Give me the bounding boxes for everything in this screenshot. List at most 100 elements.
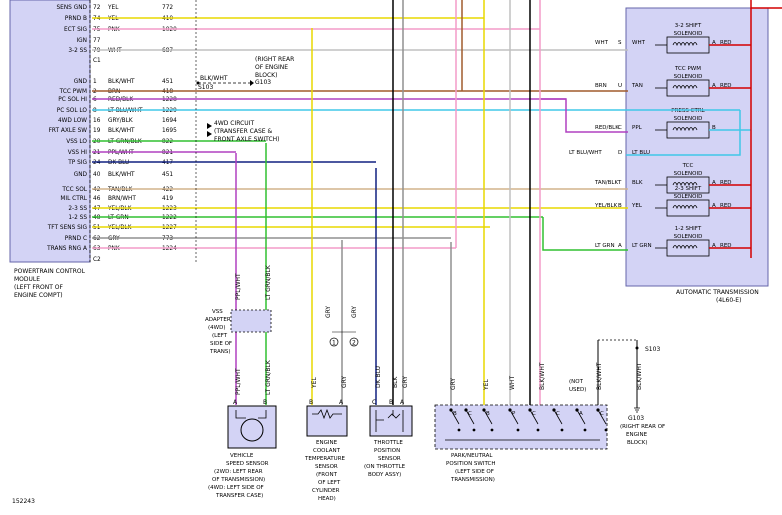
pcm-pin-color: GRY/BLK xyxy=(108,118,133,124)
pcm-pin-number: 6 xyxy=(93,97,97,103)
tps-pin-c: C xyxy=(372,399,376,406)
solenoid-pin-left: C xyxy=(618,125,622,131)
pcm-pin-circuit: 821 xyxy=(162,150,173,156)
solenoid-name-suffix: SOLENOID xyxy=(674,171,703,177)
pcm-pin-number: 75 xyxy=(93,27,101,33)
pcm-pin-circuit: 410 xyxy=(162,16,173,22)
pcm-pin-circuit: 1224 xyxy=(162,246,177,252)
label-gry-upper1: GRY xyxy=(325,306,332,318)
wire-lt-blu-route xyxy=(626,110,741,156)
pcm-pin-name: TFT SENS SIG xyxy=(47,225,88,231)
circle-marker-1-text: 1 xyxy=(332,340,336,347)
tps-label-3: SENSOR xyxy=(378,456,401,462)
solenoid-pin-right: A xyxy=(712,180,716,186)
g103-bottom-note-2: ENGINE xyxy=(626,432,648,438)
pcm-pin-number: 42 xyxy=(93,187,101,193)
ect-label-7: CYLINDER xyxy=(312,488,340,494)
pcm-pin-number: C1 xyxy=(93,58,101,64)
g103-note-1: (RIGHT REAR xyxy=(255,56,294,63)
vss-sensor-coil xyxy=(240,418,264,442)
lt-blu-pin: D xyxy=(618,150,622,156)
pcm-pin-name: SENS GND xyxy=(57,5,88,11)
pcm-pin-number: 19 xyxy=(93,128,101,134)
pcm-pin-circuit: 1222 xyxy=(162,215,177,221)
ground-symbol xyxy=(634,407,640,413)
label-tps-gry: GRY xyxy=(402,376,409,388)
pcm-label-1: POWERTRAIN CONTROL xyxy=(14,268,86,275)
4wd-arrow-1 xyxy=(207,123,212,129)
solenoid-coil-icon xyxy=(672,245,698,250)
pcm-pin-color: PNK xyxy=(108,27,120,33)
solenoid-color-right: RED xyxy=(720,203,732,209)
pcm-pin-circuit: 1694 xyxy=(162,118,177,124)
pcm-pin-name: GND xyxy=(74,79,88,85)
solenoid-name: 2-3 SHIFT xyxy=(675,186,702,192)
pcm-pin-name: 3-2 SS xyxy=(68,48,87,54)
pcm-pin-number: 62 xyxy=(93,236,101,242)
solenoid-wire-color: TAN/BLK xyxy=(594,180,618,186)
pcm-pin-color: DK BLU xyxy=(108,160,129,166)
solenoid-name: TCC PWM xyxy=(674,66,701,72)
vss-pin-b: B xyxy=(263,399,267,406)
solenoid-name-suffix: SOLENOID xyxy=(674,74,703,80)
pcm-pin-name: VSS HI xyxy=(68,150,88,156)
pcm-pin-number: 48 xyxy=(93,215,101,221)
pcm-pin-name: TCC PWM xyxy=(59,89,87,95)
prnd-contact-dot xyxy=(472,428,476,432)
pcm-pin-color: GRY xyxy=(108,236,120,242)
vss-label-1: VEHICLE xyxy=(230,453,254,459)
wire-1-2-route xyxy=(542,217,628,251)
pcm-pin-color: TAN/BLK xyxy=(107,187,133,193)
solenoid-name-suffix: SOLENOID xyxy=(674,194,703,200)
pcm-pin-circuit: 687 xyxy=(162,48,173,54)
pcm-pin-name: IGN xyxy=(76,38,87,44)
pcm-pin-name: 1-2 SS xyxy=(68,215,87,221)
solenoid-pin-left: B xyxy=(618,203,622,209)
ect-label-2: COOLANT xyxy=(313,448,341,454)
pcm-pin-name: PC SOL HI xyxy=(58,97,87,103)
pcm-pin-color: YEL/BLK xyxy=(107,206,132,212)
prnd-contact-dot xyxy=(516,428,520,432)
label-prnd-yel: YEL xyxy=(483,379,490,391)
not-used-2: USED) xyxy=(569,387,586,393)
s103-bottom-dot xyxy=(635,346,639,350)
ect-label-8: HEAD) xyxy=(318,496,336,502)
solenoid-wire-color: RED/BLK xyxy=(595,125,619,131)
4wd-note-2: (TRANSFER CASE & xyxy=(214,128,272,135)
pcm-pin-circuit: 417 xyxy=(162,160,173,166)
pcm-pin-number: 16 xyxy=(93,118,101,124)
ect-pin-b: B xyxy=(309,399,313,406)
g103-label: G103 xyxy=(255,79,271,86)
pcm-pin-circuit: 1020 xyxy=(162,27,177,33)
pcm-pin-circuit: 1227 xyxy=(162,225,177,231)
label-ect-gry: GRY xyxy=(341,376,348,388)
circle-marker-2 xyxy=(349,337,359,347)
label-tps-dk-blu: DK BLU xyxy=(375,366,382,388)
solenoid-name-suffix: SOLENOID xyxy=(674,116,703,122)
vss-adapter-label-2: ADAPTER xyxy=(205,317,231,323)
label-ect-yel: YEL xyxy=(311,377,318,389)
circle-marker-2-text: 2 xyxy=(352,340,356,347)
pcm-pin-number: 74 xyxy=(93,16,101,22)
solenoid-wire-color: WHT xyxy=(595,40,609,46)
ect-pin-a: A xyxy=(339,399,344,406)
label-prnd-wht: WHT xyxy=(509,376,516,390)
vss-adapter-label-3: (4WD) xyxy=(208,325,225,331)
g103-note-2: OF ENGINE xyxy=(255,64,288,71)
solenoid-name-suffix: SOLENOID xyxy=(674,234,703,240)
pcm-pin-name: 2-3 SS xyxy=(68,206,87,212)
solenoid-wire-color: LT GRN xyxy=(595,243,615,249)
solenoid-color-left: TAN xyxy=(631,83,643,89)
pcm-pin-color: LT GRN xyxy=(108,215,129,221)
solenoid-color-left: BLK xyxy=(632,180,643,186)
pcm-pin-name: TRANS RNG A xyxy=(46,246,87,252)
pcm-pin-number: C2 xyxy=(93,257,101,263)
pcm-pin-name: GND xyxy=(74,172,88,178)
pcm-pin-number: 72 xyxy=(93,5,101,11)
solenoid-color-right: RED xyxy=(720,83,732,89)
solenoid-pin-left: T xyxy=(617,180,622,186)
pcm-pin-name: PC SOL LO xyxy=(57,108,88,114)
solenoid-color-left: YEL xyxy=(631,203,643,209)
solenoid-coil-icon xyxy=(672,42,698,47)
